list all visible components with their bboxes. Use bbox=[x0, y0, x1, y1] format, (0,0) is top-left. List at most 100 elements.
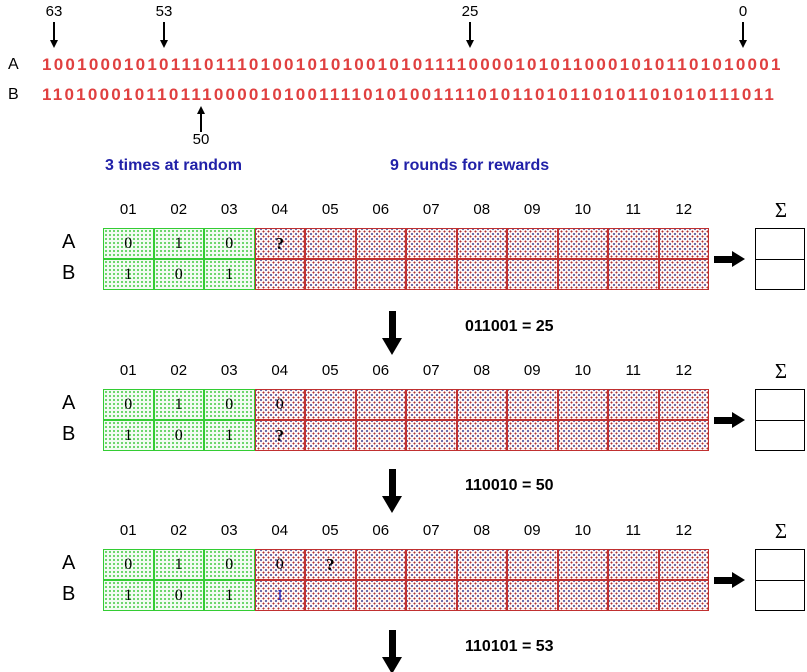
bit-cell bbox=[355, 580, 406, 611]
cell-value: 0 bbox=[174, 265, 183, 283]
row-label: A bbox=[62, 231, 76, 253]
marker-label: 63 bbox=[45, 3, 63, 20]
step-arrow-down-icon bbox=[382, 469, 402, 513]
bit-cell bbox=[658, 259, 709, 290]
bit-cell bbox=[456, 228, 507, 259]
cell-value: 1 bbox=[124, 265, 133, 283]
bit-cell: 1 bbox=[153, 389, 204, 420]
cell-value: 1 bbox=[275, 586, 284, 604]
cell-value: 0 bbox=[225, 234, 234, 252]
bit-cell: 1 bbox=[103, 259, 154, 290]
bit-cell bbox=[456, 259, 507, 290]
column-header: 08 bbox=[473, 362, 491, 379]
bit-cell: 0 bbox=[103, 549, 154, 580]
sigma-header: Σ bbox=[774, 359, 788, 383]
step-arrow-label: 011001 = 25 bbox=[465, 318, 554, 335]
column-header: 01 bbox=[119, 522, 137, 539]
bit-cell bbox=[305, 228, 356, 259]
column-header: 11 bbox=[625, 201, 642, 218]
bit-cell bbox=[305, 389, 356, 420]
column-header: 07 bbox=[422, 522, 440, 539]
bit-position-marker-50: 50 bbox=[179, 106, 223, 148]
bit-cell bbox=[658, 389, 709, 420]
bit-cell: 0 bbox=[204, 549, 255, 580]
bit-cell bbox=[658, 228, 709, 259]
column-header: 09 bbox=[523, 362, 541, 379]
cell-value: 1 bbox=[124, 586, 133, 604]
cell-value: 0 bbox=[225, 395, 234, 413]
bit-cell bbox=[507, 389, 558, 420]
bitstring-a: 1001000101011101110100101010010101111000… bbox=[42, 55, 783, 74]
bit-cell: 0 bbox=[254, 549, 305, 580]
bitstring-label-b: B bbox=[8, 86, 19, 103]
marker-label: 50 bbox=[192, 131, 210, 148]
cell-value: 0 bbox=[174, 586, 183, 604]
column-header: 07 bbox=[422, 201, 440, 218]
row-label: B bbox=[62, 423, 76, 445]
step-arrow-label: 110010 = 50 bbox=[465, 477, 554, 494]
bit-cell: 1 bbox=[153, 549, 204, 580]
column-header: 12 bbox=[675, 201, 693, 218]
column-header: 07 bbox=[422, 362, 440, 379]
bit-cell: 0 bbox=[153, 580, 204, 611]
bit-cell: 0 bbox=[103, 389, 154, 420]
bit-cell bbox=[557, 549, 608, 580]
cell-value: 0 bbox=[124, 395, 133, 413]
row-label: B bbox=[62, 262, 76, 284]
cell-value: 0 bbox=[275, 395, 284, 413]
row-label: B bbox=[62, 583, 76, 605]
step-arrow-label: 110101 = 53 bbox=[465, 638, 554, 655]
step-arrow-down-icon bbox=[382, 311, 402, 355]
marker-label: 25 bbox=[461, 3, 479, 20]
bitstring-b: 1101000101101110000101001111010100111101… bbox=[42, 85, 777, 104]
column-header: 08 bbox=[473, 522, 491, 539]
cell-value: 1 bbox=[225, 426, 234, 444]
caption-reward-rounds: 9 rounds for rewards bbox=[390, 157, 550, 174]
bit-position-marker-0: 0 bbox=[721, 4, 765, 48]
column-header: 09 bbox=[523, 522, 541, 539]
cell-value: ? bbox=[275, 233, 285, 253]
column-header: 03 bbox=[220, 201, 238, 218]
bit-cell: 1 bbox=[153, 228, 204, 259]
column-header: 06 bbox=[372, 201, 390, 218]
column-header: 04 bbox=[271, 522, 289, 539]
bit-cell bbox=[305, 420, 356, 451]
bit-cell bbox=[406, 580, 457, 611]
cell-value: 0 bbox=[174, 426, 183, 444]
column-header: 10 bbox=[574, 362, 592, 379]
row-label: A bbox=[62, 552, 76, 574]
column-header: 11 bbox=[625, 362, 642, 379]
column-header: 02 bbox=[170, 522, 188, 539]
bit-cell bbox=[456, 580, 507, 611]
bit-cell: 1 bbox=[204, 580, 255, 611]
bit-cell: 0 bbox=[204, 228, 255, 259]
row-label: A bbox=[62, 392, 76, 414]
bit-cell: ? bbox=[254, 228, 305, 259]
bit-cell bbox=[355, 389, 406, 420]
bit-cell bbox=[507, 259, 558, 290]
bit-cell bbox=[355, 549, 406, 580]
bit-cell bbox=[658, 420, 709, 451]
column-header: 11 bbox=[625, 522, 642, 539]
column-header: 05 bbox=[321, 201, 339, 218]
column-header: 05 bbox=[321, 522, 339, 539]
cell-value: 0 bbox=[124, 234, 133, 252]
arrow-right-icon bbox=[714, 412, 745, 428]
arrow-down-icon bbox=[739, 22, 747, 48]
bit-cell: 0 bbox=[204, 389, 255, 420]
bit-cell bbox=[557, 389, 608, 420]
sigma-cell bbox=[756, 550, 804, 581]
column-header: 05 bbox=[321, 362, 339, 379]
bit-cell bbox=[658, 580, 709, 611]
bit-cell bbox=[406, 259, 457, 290]
bit-cell bbox=[557, 580, 608, 611]
column-header: 10 bbox=[574, 522, 592, 539]
column-header: 09 bbox=[523, 201, 541, 218]
